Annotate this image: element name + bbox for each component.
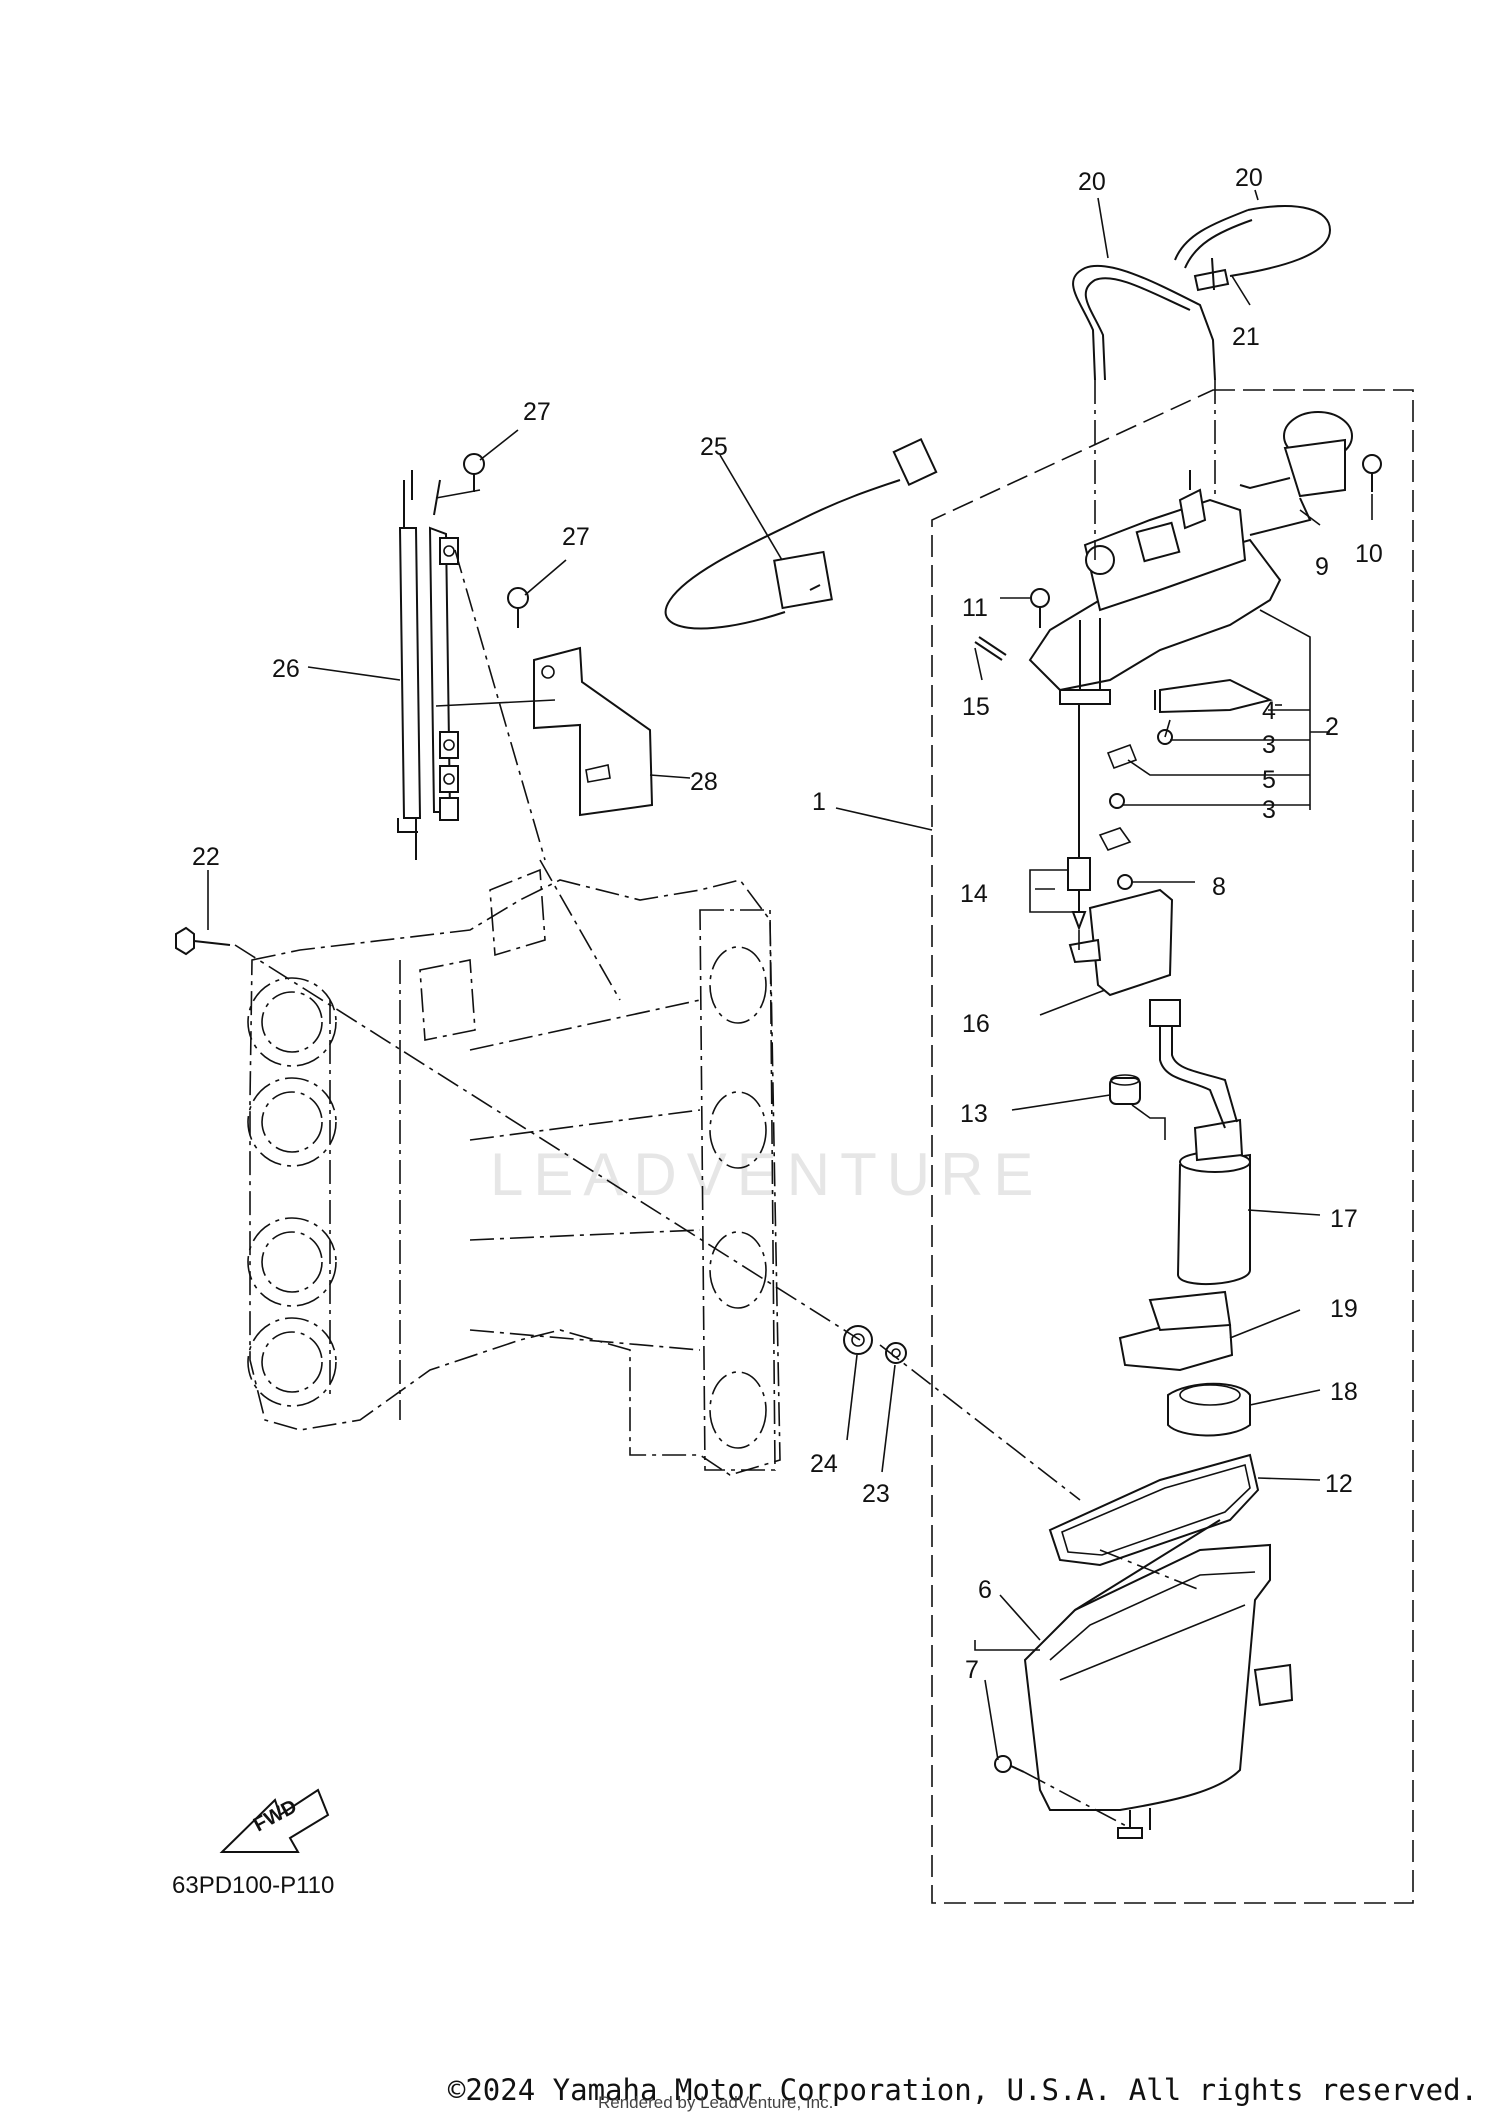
needle-valve [1067, 705, 1091, 931]
separator-cover [1028, 470, 1282, 705]
float-arm [1154, 678, 1273, 714]
bracket [533, 646, 654, 817]
intake-manifold [247, 868, 781, 1476]
callout-8: 8 [1212, 873, 1226, 901]
callout-22: 22 [192, 843, 220, 871]
callout-labels: 1 2 3 3 4 5 6 7 8 9 10 11 12 13 14 15 16… [192, 164, 1383, 1684]
callout-3-lower: 3 [1262, 796, 1276, 824]
callout-21: 21 [1232, 323, 1260, 351]
bolt-27-upper [463, 453, 485, 492]
fwd-arrow-icon [219, 1788, 330, 1853]
callout-11: 11 [962, 594, 988, 622]
grommet-13 [1109, 1074, 1141, 1105]
assembly-lines [234, 380, 1216, 1829]
callout-5: 5 [1262, 766, 1276, 794]
callout-7: 7 [965, 1656, 979, 1684]
fuel-pump [1149, 999, 1251, 1285]
callout-4: 4 [1262, 697, 1276, 725]
callout-18: 18 [1330, 1378, 1358, 1406]
rendered-by-notice: Rendered by LeadVenture, Inc. [598, 2093, 834, 2112]
bolt-27-lower [507, 587, 529, 628]
screw-8 [1117, 874, 1133, 890]
callout-28: 28 [690, 768, 718, 796]
fuel-filter [1118, 1290, 1234, 1372]
callout-20-right: 20 [1235, 164, 1263, 192]
callout-12: 12 [1325, 1470, 1353, 1498]
seal-24 [843, 1325, 873, 1355]
callout-26: 26 [272, 655, 300, 683]
float [1068, 888, 1174, 997]
screw-7 [994, 1755, 1025, 1773]
callout-6: 6 [978, 1576, 992, 1604]
callout-17: 17 [1330, 1205, 1358, 1233]
callout-20-left: 20 [1078, 168, 1106, 196]
callout-1: 1 [812, 788, 826, 816]
callout-23: 23 [862, 1480, 890, 1508]
callout-25: 25 [700, 433, 728, 461]
callout-3-upper: 3 [1262, 731, 1276, 759]
fuel-rail [397, 470, 459, 860]
screw-10 [1362, 454, 1382, 492]
callout-2: 2 [1325, 713, 1339, 741]
leader-lines [207, 189, 1373, 1761]
callout-13: 13 [960, 1100, 988, 1128]
callout-10: 10 [1355, 540, 1383, 568]
hoses [1072, 205, 1332, 381]
callout-14: 14 [960, 880, 988, 908]
callout-9: 9 [1315, 553, 1329, 581]
diagram-code: 63PD100-P110 [172, 1872, 334, 1899]
callout-16: 16 [962, 1010, 990, 1038]
pin-15 [974, 636, 1007, 661]
seal-23 [885, 1342, 907, 1364]
needle-bracket [1098, 827, 1132, 851]
pressure-regulator [1239, 411, 1353, 536]
filter-holder [1167, 1382, 1251, 1437]
callout-19: 19 [1330, 1295, 1358, 1323]
bolt-22 [175, 926, 231, 956]
assembly-boundary [931, 389, 1414, 1904]
watermark-text: LEADVENTURE [490, 1141, 1043, 1208]
gasket [1048, 1453, 1260, 1567]
wire-harness [664, 438, 938, 630]
callout-15: 15 [962, 693, 990, 721]
clip-5 [1106, 743, 1138, 770]
screw-3-lower [1109, 793, 1125, 809]
callout-27-lower: 27 [562, 523, 590, 551]
callout-24: 24 [810, 1450, 838, 1478]
screw-11 [1030, 588, 1050, 628]
float-chamber [1023, 1519, 1294, 1839]
copyright-notice: ©2024 Yamaha Motor Corporation, U.S.A. A… [447, 2073, 1478, 2107]
callout-27-upper: 27 [523, 398, 551, 426]
